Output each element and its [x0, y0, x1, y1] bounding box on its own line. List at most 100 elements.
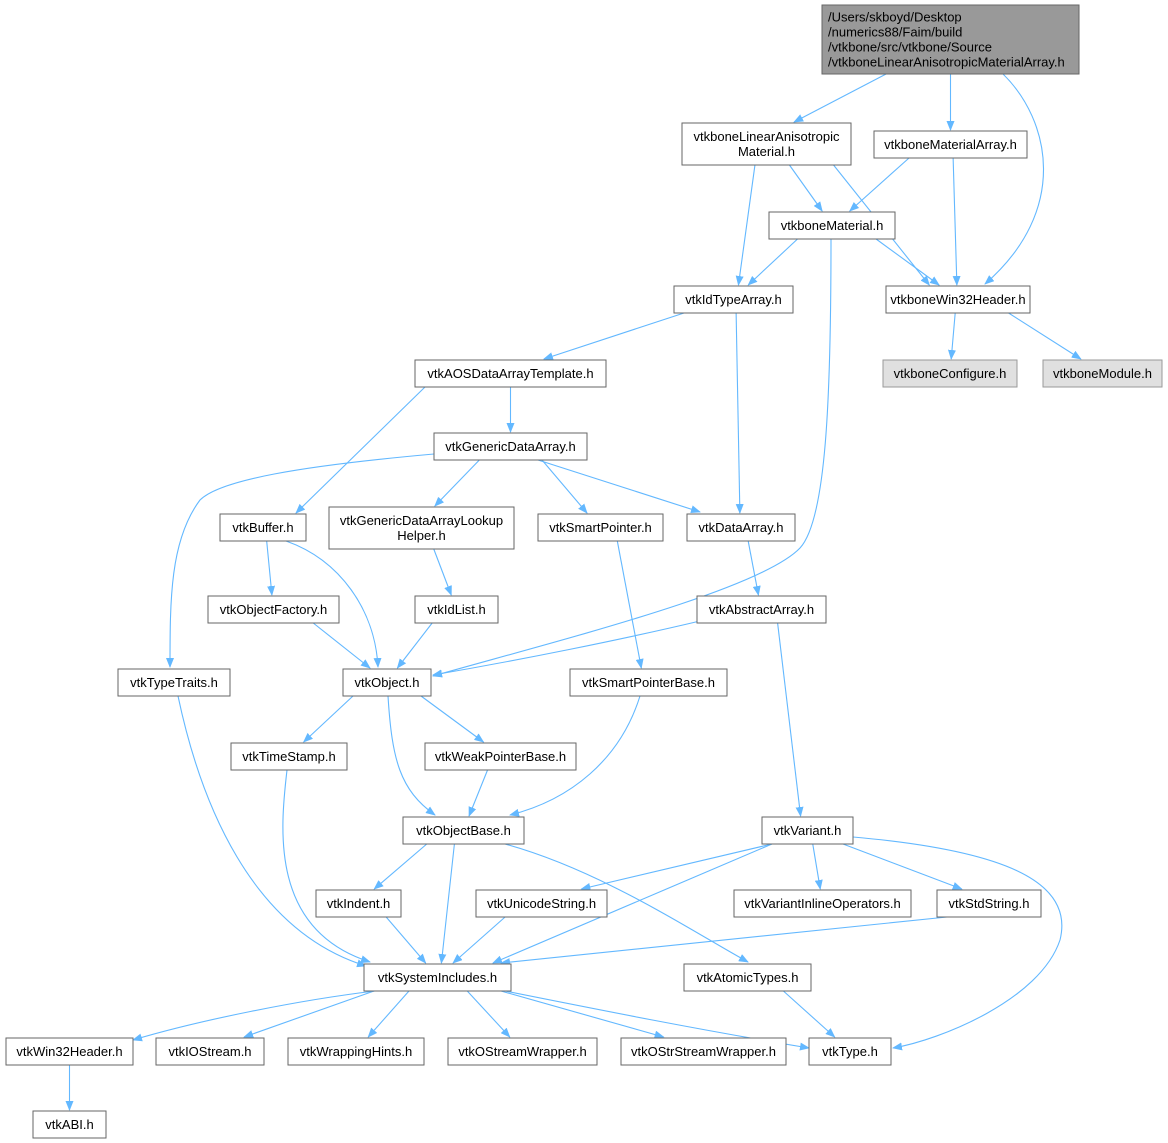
node-weakptr[interactable]: vtkWeakPointerBase.h [424, 742, 577, 771]
node-win32b[interactable]: vtkboneWin32Header.h [885, 285, 1031, 314]
node-generic[interactable]: vtkGenericDataArray.h [433, 432, 588, 461]
node-module[interactable]: vtkboneModule.h [1042, 359, 1163, 388]
node-abstract[interactable]: vtkAbstractArray.h [696, 595, 827, 624]
edge-material-to-idtype [747, 238, 798, 286]
edge-material-to-win32b [875, 238, 940, 286]
edge-line [747, 238, 798, 286]
node-configure[interactable]: vtkboneConfigure.h [882, 359, 1018, 388]
edge-sysinc-to-wrapping [367, 990, 410, 1038]
node-label: vtkIOStream.h [168, 1044, 251, 1059]
edge-line [243, 990, 375, 1038]
edge-timestamp-to-sysinc [282, 769, 371, 964]
edge-sysinc-to-ostream [466, 990, 511, 1038]
node-label: vtkWrappingHints.h [300, 1044, 412, 1059]
edge-line [875, 238, 940, 286]
node-label: vtkDataArray.h [698, 520, 783, 535]
node-idlist[interactable]: vtkIdList.h [414, 595, 499, 624]
edge-line [541, 459, 588, 514]
node-box [686, 513, 796, 542]
node-unicode[interactable]: vtkUnicodeString.h [475, 889, 608, 918]
node-label: /vtkbone/src/vtkbone/Source [828, 40, 992, 55]
node-label: vtkTimeStamp.h [242, 749, 335, 764]
edge-generic-to-dataarr [537, 459, 701, 514]
edge-line [432, 238, 832, 678]
edge-line [420, 695, 485, 743]
node-timestamp[interactable]: vtkTimeStamp.h [230, 742, 348, 771]
node-label: vtkOStrStreamWrapper.h [631, 1044, 776, 1059]
node-box [447, 1037, 598, 1066]
node-box [733, 889, 912, 918]
node-box [885, 285, 1031, 314]
edge-line [947, 312, 956, 360]
edge-line [747, 540, 761, 596]
edge-line [295, 386, 426, 514]
node-box [696, 595, 827, 624]
node-abi[interactable]: vtkABI.h [32, 1110, 107, 1139]
node-wrapping[interactable]: vtkWrappingHints.h [287, 1037, 425, 1066]
edge-line [616, 540, 644, 669]
edge-root-to-linmat [793, 73, 887, 123]
node-type[interactable]: vtkType.h [808, 1037, 892, 1066]
node-linmat[interactable]: vtkboneLinearAnisotropicMaterial.h [681, 122, 852, 166]
edge-sysinc-to-iostream [243, 990, 375, 1038]
node-box [402, 816, 525, 845]
edge-line [367, 990, 410, 1038]
node-sysinc[interactable]: vtkSystemIncludes.h [363, 963, 512, 992]
node-label: vtkType.h [822, 1044, 878, 1059]
node-box [882, 359, 1018, 388]
node-buffer[interactable]: vtkBuffer.h [219, 513, 307, 542]
node-label: vtkSmartPointer.h [549, 520, 652, 535]
node-ostrstream[interactable]: vtkOStrStreamWrapper.h [620, 1037, 787, 1066]
node-box [683, 963, 812, 992]
node-material[interactable]: vtkboneMaterial.h [768, 211, 896, 240]
edge-variant-to-varinline [812, 843, 823, 890]
edge-line [177, 695, 367, 968]
node-label: vtkIdList.h [427, 602, 486, 617]
node-box [32, 1110, 107, 1139]
node-root[interactable]: /Users/skboyd/Desktop/numerics88/Faim/bu… [821, 4, 1080, 75]
edge-sysinc-to-ostrstream [500, 990, 665, 1039]
edge-line [852, 836, 1063, 1051]
node-win32[interactable]: vtkWin32Header.h [5, 1037, 134, 1066]
node-variant[interactable]: vtkVariant.h [761, 816, 854, 845]
node-label: Helper.h [397, 528, 445, 543]
edge-line [842, 843, 963, 890]
edge-line [492, 843, 773, 964]
node-iostream[interactable]: vtkIOStream.h [155, 1037, 265, 1066]
node-matarr[interactable]: vtkboneMaterialArray.h [873, 130, 1028, 159]
edge-line [1008, 312, 1082, 360]
node-ostream[interactable]: vtkOStreamWrapper.h [447, 1037, 598, 1066]
node-atomic[interactable]: vtkAtomicTypes.h [683, 963, 812, 992]
edge-win32b-to-module [1008, 312, 1082, 360]
node-aos[interactable]: vtkAOSDataArrayTemplate.h [414, 359, 607, 388]
node-idtype[interactable]: vtkIdTypeArray.h [673, 285, 794, 314]
edge-unicode-to-sysinc [452, 916, 506, 964]
node-box [342, 668, 432, 697]
node-objfact[interactable]: vtkObjectFactory.h [207, 595, 340, 624]
node-label: vtkVariant.h [774, 823, 842, 838]
node-indent[interactable]: vtkIndent.h [315, 889, 402, 918]
edge-line [849, 157, 910, 212]
node-box [207, 595, 340, 624]
edge-line [777, 622, 804, 817]
edge-line [312, 622, 371, 669]
node-box [414, 359, 607, 388]
node-typetraits[interactable]: vtkTypeTraits.h [117, 668, 231, 697]
node-smartbase[interactable]: vtkSmartPointerBase.h [569, 668, 728, 697]
node-objbase[interactable]: vtkObjectBase.h [402, 816, 525, 845]
edge-indent-to-sysinc [385, 916, 427, 964]
node-label: vtkboneMaterialArray.h [884, 137, 1017, 152]
node-varinline[interactable]: vtkVariantInlineOperators.h [733, 889, 912, 918]
edge-generic-to-typetraits [166, 453, 435, 668]
node-smartptr[interactable]: vtkSmartPointer.h [537, 513, 664, 542]
node-box [808, 1037, 892, 1066]
node-label: /vtkboneLinearAnisotropicMaterialArray.h [828, 55, 1065, 70]
node-object[interactable]: vtkObject.h [342, 668, 432, 697]
node-dataarr[interactable]: vtkDataArray.h [686, 513, 796, 542]
edge-buffer-to-object [285, 540, 382, 668]
node-stdstring[interactable]: vtkStdString.h [936, 889, 1042, 918]
edge-variant-to-unicode [580, 843, 773, 891]
node-box [681, 122, 852, 166]
